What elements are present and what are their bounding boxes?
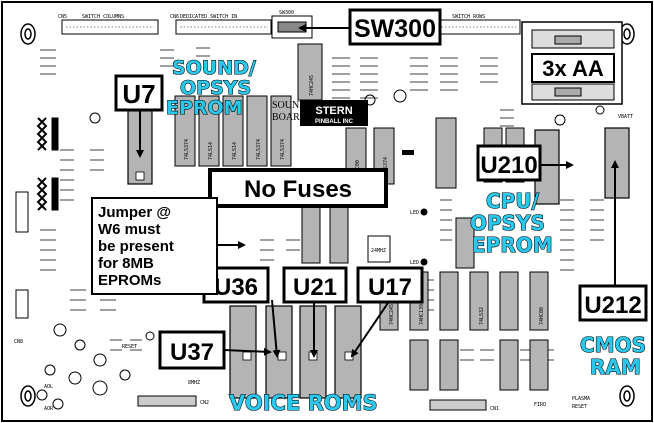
svg-text:74LS374: 74LS374 — [256, 139, 262, 160]
led-marker — [402, 150, 414, 155]
jumper-note: Jumper @ W6 must be present for 8MB EPRO… — [91, 197, 218, 295]
jumper-line4: for 8MB — [98, 255, 154, 272]
svg-text:74LS374: 74LS374 — [280, 139, 286, 160]
crystal — [367, 235, 391, 263]
svg-text:EPROM: EPROM — [472, 233, 553, 257]
svg-text:OPSYS: OPSYS — [470, 211, 545, 235]
svg-text:74LS14: 74LS14 — [208, 142, 214, 160]
cn2-label: CN2 — [200, 400, 209, 406]
callout-u210: U210 — [476, 144, 542, 182]
cn8-label: CN8 — [14, 339, 23, 345]
callout-sw300: SW300 — [348, 8, 442, 46]
svg-text:74LS14: 74LS14 — [232, 142, 238, 160]
callout-batteries: 3x AA — [531, 53, 615, 83]
callout-u212: U212 — [578, 284, 648, 322]
svg-text:74HC245: 74HC245 — [389, 304, 395, 325]
callout-u37: U37 — [158, 330, 226, 370]
capacitors — [36, 72, 605, 410]
logo-line2: PINBALL INC — [315, 119, 354, 125]
svg-text:74LS374: 74LS374 — [383, 157, 389, 178]
sw300-silk-label: SW300 — [279, 10, 294, 16]
left-connectors — [15, 191, 29, 319]
svg-text:U21: U21 — [293, 274, 337, 301]
jumper-line2: W6 must — [98, 221, 161, 238]
dedicated-switch-label: DEDICATED SWITCH IN — [180, 14, 237, 20]
svg-text:74HC139: 74HC139 — [419, 304, 425, 325]
callout-u17: U17 — [356, 266, 424, 304]
cmos-ram-label: CMOS RAM — [579, 332, 646, 379]
board-text: BOARD — [272, 112, 307, 123]
switch-columns-label: SWITCH COLUMNS — [82, 14, 124, 20]
callout-no-fuses: No Fuses — [208, 168, 388, 208]
callout-u21: U21 — [282, 266, 348, 304]
svg-text:U210: U210 — [480, 152, 537, 179]
aor-label: AOR — [44, 406, 54, 412]
cn5-label: CN5 — [58, 14, 67, 20]
svg-text:U36: U36 — [214, 274, 258, 301]
switch-rows-label: SWITCH ROWS — [452, 14, 485, 20]
svg-text:No Fuses: No Fuses — [244, 176, 352, 203]
mounting-holes — [20, 23, 635, 407]
svg-text:U37: U37 — [170, 339, 214, 366]
led1-label: LED — [410, 210, 419, 216]
svg-text:CMOS: CMOS — [580, 333, 646, 357]
vbatt-label: VBATT — [618, 114, 633, 120]
plasma-label: PLASMA — [572, 396, 590, 402]
svg-text:U212: U212 — [584, 292, 641, 319]
cpu-opsys-eprom-label: CPU/ OPSYS EPROM — [469, 188, 553, 257]
crystal-label: 24MHZ — [371, 248, 386, 254]
svg-text:U7: U7 — [122, 79, 155, 109]
cn6-label: CN6 — [170, 14, 179, 20]
logo-line1: STERN — [315, 105, 352, 117]
svg-text:EPROMs: EPROMs — [98, 272, 161, 289]
cn2-connector — [137, 395, 197, 407]
u212-chip — [604, 127, 630, 199]
cn1-label: CN1 — [490, 406, 499, 412]
svg-text:74HC00: 74HC00 — [539, 307, 545, 325]
svg-text:74LS374: 74LS374 — [184, 139, 190, 160]
svg-text:OPSYS: OPSYS — [180, 77, 251, 99]
sound-opsys-eprom-label: SOUND/ OPSYS EPROM — [165, 56, 256, 119]
firq-label: FIRQ — [534, 402, 546, 408]
reset-label: RESET — [122, 344, 137, 350]
svg-text:be present: be present — [98, 238, 174, 255]
svg-text:74HC245: 74HC245 — [309, 75, 315, 96]
svg-text:SW300: SW300 — [354, 15, 436, 43]
power-transistors — [36, 117, 59, 211]
svg-text:EPROM: EPROM — [166, 97, 243, 119]
stern-logo — [300, 100, 368, 126]
svg-text:U17: U17 — [368, 274, 412, 301]
svg-text:SOUND/: SOUND/ — [172, 57, 256, 79]
svg-text:3x AA: 3x AA — [542, 56, 604, 81]
callout-arrows — [136, 24, 619, 358]
cn1-connector — [429, 399, 487, 411]
callout-u7: U7 — [114, 74, 164, 112]
reset2-label: RESET — [572, 404, 587, 410]
aol-label: AOL — [44, 384, 53, 390]
sound-board-text: SOUND — [272, 100, 306, 111]
svg-text:CPU/: CPU/ — [486, 189, 540, 213]
svg-text:Jumper @: Jumper @ — [98, 204, 171, 221]
svg-text:RAM: RAM — [590, 355, 641, 379]
svg-text:74LS32: 74LS32 — [479, 307, 485, 325]
eight-mhz-label: 8MHZ — [188, 380, 200, 386]
voice-roms-label: VOICE ROMS — [229, 391, 378, 415]
led2-label: LED — [410, 260, 419, 266]
